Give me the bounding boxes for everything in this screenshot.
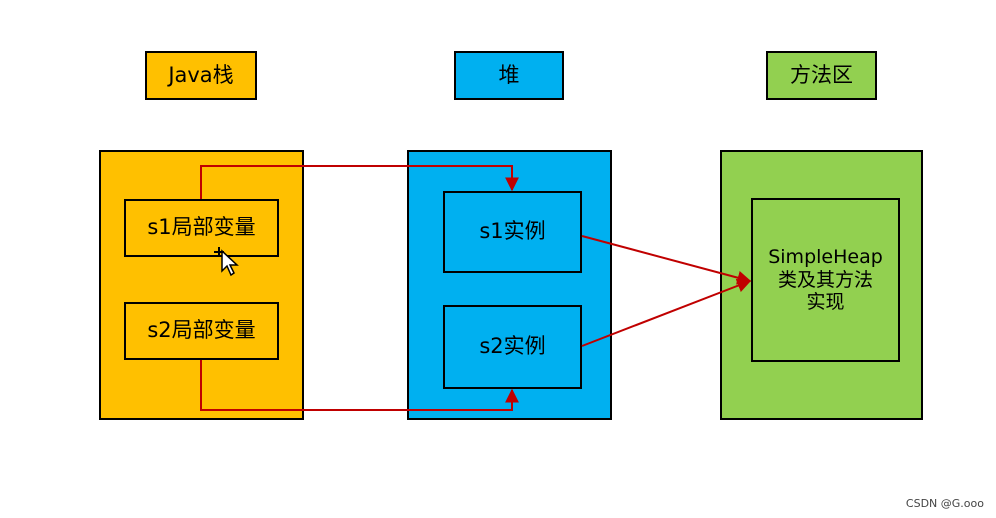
stack-title-text: Java栈	[168, 62, 234, 87]
heap-title: 堆	[454, 51, 564, 100]
class-line-2: 类及其方法	[777, 268, 873, 291]
s1-local-variable-box: s1局部变量	[124, 199, 279, 257]
heap-title-text: 堆	[498, 62, 520, 87]
simpleheap-class-text: SimpleHeap 类及其方法 实现	[768, 246, 883, 314]
arrow-s1-instance-to-class	[581, 235, 752, 285]
s2-local-variable-box: s2局部变量	[124, 302, 279, 360]
arrow-s1-var-to-s1-instance	[200, 165, 519, 199]
method-area-title-text: 方法区	[790, 62, 853, 87]
s2-instance-box: s2实例	[443, 305, 582, 389]
class-line-3: 实现	[806, 291, 845, 314]
method-area-title: 方法区	[766, 51, 877, 100]
s1-local-variable-text: s1局部变量	[147, 215, 256, 240]
mouse-pointer-icon	[214, 247, 239, 277]
stack-title: Java栈	[145, 51, 257, 100]
s1-instance-text: s1实例	[479, 219, 546, 244]
s1-instance-box: s1实例	[443, 191, 582, 273]
watermark: CSDN @G.ooo	[905, 497, 984, 510]
s2-local-variable-text: s2局部变量	[147, 318, 256, 343]
class-line-1: SimpleHeap	[768, 245, 883, 268]
arrow-s2-instance-to-class	[581, 279, 752, 347]
arrow-s2-var-to-s2-instance	[200, 360, 519, 411]
simpleheap-class-box: SimpleHeap 类及其方法 实现	[751, 198, 900, 362]
s2-instance-text: s2实例	[479, 334, 546, 359]
